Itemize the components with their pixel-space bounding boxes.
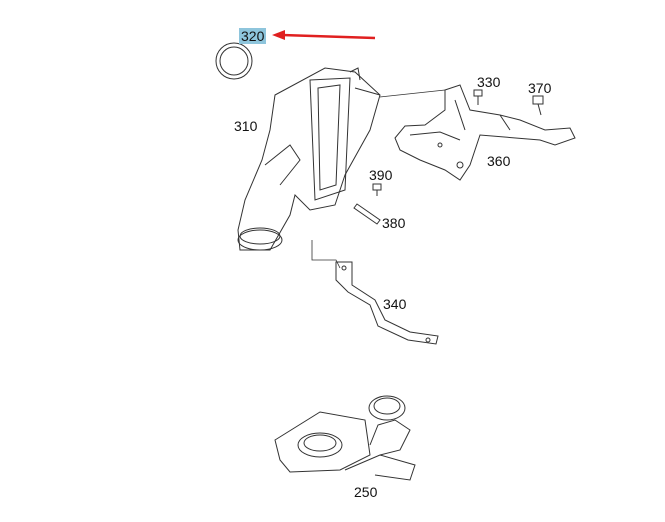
- air-intake-housing-310[interactable]: [237, 67, 381, 251]
- part-label-390[interactable]: 390: [369, 167, 393, 183]
- part-label-330[interactable]: 330: [477, 74, 501, 90]
- part-label-370[interactable]: 370: [528, 80, 552, 96]
- bracket-340[interactable]: [335, 261, 439, 345]
- screw-330[interactable]: [473, 89, 483, 105]
- part-label-360[interactable]: 360: [487, 153, 511, 169]
- part-label-380[interactable]: 380: [382, 215, 406, 231]
- part-label-250[interactable]: 250: [354, 484, 378, 500]
- part-label-320[interactable]: 320: [239, 28, 267, 44]
- air-duct-250[interactable]: [274, 395, 416, 481]
- bolt-370[interactable]: [532, 95, 544, 116]
- part-label-310[interactable]: 310: [234, 118, 258, 134]
- bracket-360[interactable]: [394, 84, 576, 181]
- leader-lines: [311, 89, 446, 269]
- strap-380[interactable]: [353, 203, 381, 225]
- red-arrow-icon: [272, 30, 376, 40]
- o-ring-320[interactable]: [215, 42, 253, 80]
- screw-390[interactable]: [372, 183, 382, 196]
- part-label-340[interactable]: 340: [383, 296, 407, 312]
